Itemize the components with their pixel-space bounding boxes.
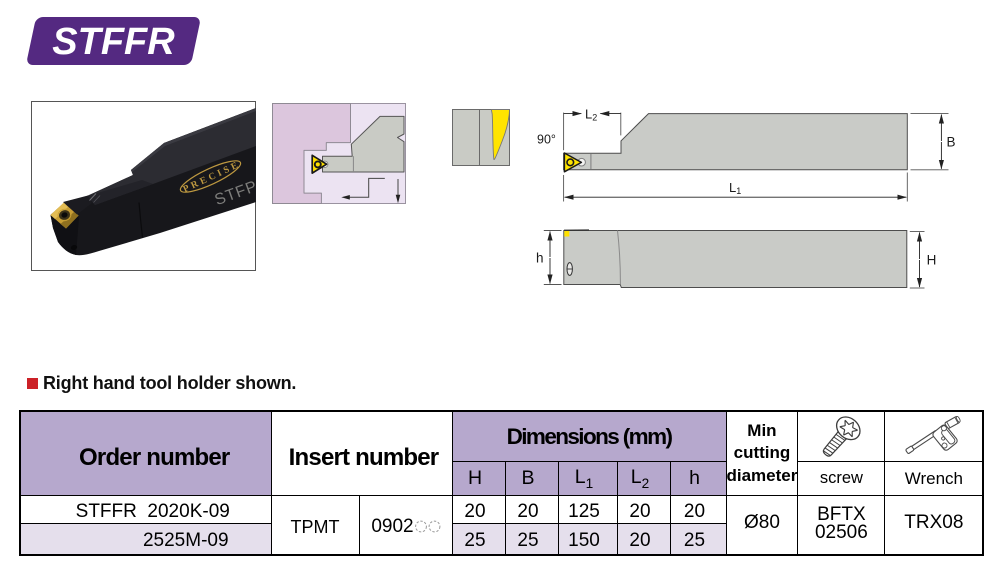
svg-text:90°: 90° — [537, 133, 556, 147]
svg-text:B: B — [947, 135, 956, 150]
svg-text:H: H — [927, 253, 937, 268]
svg-text:h: h — [536, 251, 544, 266]
svg-text:L2: L2 — [585, 106, 597, 122]
svg-text:L1: L1 — [729, 180, 741, 196]
